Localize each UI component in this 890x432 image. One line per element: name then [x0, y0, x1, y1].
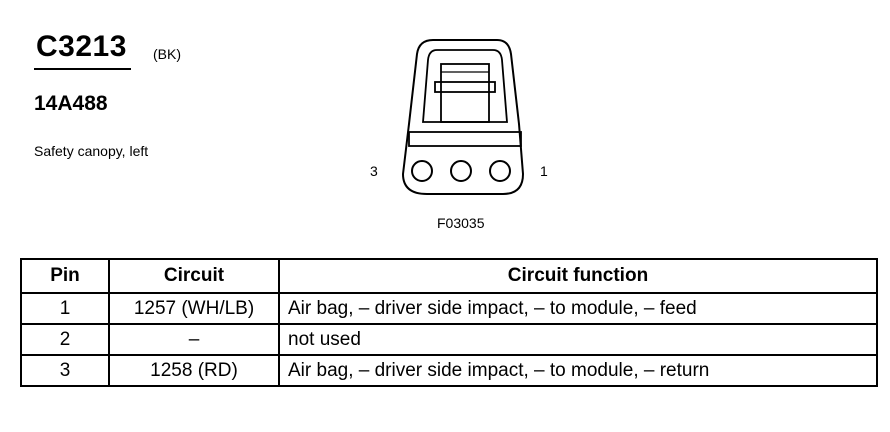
- pin-cavity-1: [489, 160, 511, 182]
- table-row: 1 1257 (WH/LB) Air bag, – driver side im…: [20, 292, 878, 325]
- pinout-table: Pin Circuit Circuit function 1 1257 (WH/…: [20, 258, 878, 387]
- cell-function: not used: [278, 323, 878, 356]
- header-pin: Pin: [20, 258, 110, 294]
- cell-function: Air bag, – driver side impact, – to modu…: [278, 292, 878, 325]
- table-row: 2 – not used: [20, 323, 878, 356]
- cell-pin: 3: [20, 354, 110, 387]
- locking-tab: [440, 63, 490, 123]
- connector-diagram: [401, 39, 525, 195]
- connector-outer-body: [401, 39, 525, 195]
- connector-color: (BK): [153, 46, 181, 62]
- connector-description: Safety canopy, left: [34, 143, 149, 159]
- table-row: 3 1258 (RD) Air bag, – driver side impac…: [20, 354, 878, 387]
- cell-circuit: 1257 (WH/LB): [108, 292, 280, 325]
- header-function: Circuit function: [278, 258, 878, 294]
- pin-cavity-3: [411, 160, 433, 182]
- cell-circuit: –: [108, 323, 280, 356]
- cell-function: Air bag, – driver side impact, – to modu…: [278, 354, 878, 387]
- connector-inner-body: [422, 49, 508, 123]
- cell-pin: 1: [20, 292, 110, 325]
- cell-pin: 2: [20, 323, 110, 356]
- table-header-row: Pin Circuit Circuit function: [20, 258, 878, 294]
- cell-circuit: 1258 (RD): [108, 354, 280, 387]
- part-number: 14A488: [34, 92, 108, 115]
- connector-id-underline: [34, 68, 131, 70]
- locking-tab-lip: [434, 81, 496, 93]
- pin-cavity-2: [450, 160, 472, 182]
- pin-label-3: 3: [370, 163, 378, 179]
- figure-code: F03035: [437, 215, 485, 231]
- pin-label-1: 1: [540, 163, 548, 179]
- connector-id: C3213: [36, 30, 127, 63]
- header-circuit: Circuit: [108, 258, 280, 294]
- position-assurance-bar: [408, 131, 522, 147]
